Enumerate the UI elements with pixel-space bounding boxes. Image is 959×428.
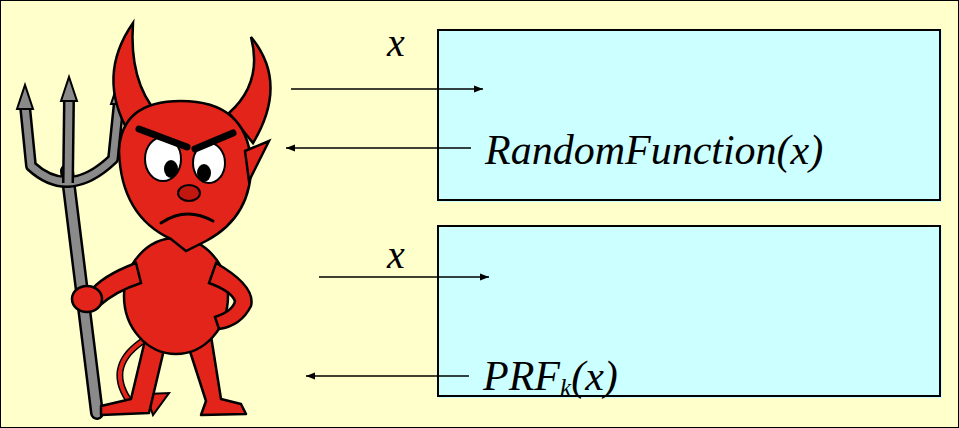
devil-brow [139, 129, 187, 147]
devil-fist [72, 286, 102, 312]
oracle-output: RandomFunction(x) [485, 127, 823, 173]
devil-arm [209, 263, 252, 329]
pitchfork-prong-outline [68, 99, 69, 183]
answer-arrow [286, 147, 471, 149]
query-input: x [387, 233, 405, 277]
query-input: x [387, 21, 405, 65]
answer-arrow [306, 375, 469, 377]
oracle-box: RandomFunction(x) [437, 29, 941, 201]
devil-pupil [197, 164, 211, 182]
query-arrow [291, 88, 483, 90]
prong-tip [61, 77, 77, 101]
oracle-arrows [286, 89, 489, 376]
devil-figure [17, 23, 271, 415]
oracle-box: PRFk(x) [437, 225, 941, 397]
devil-body [124, 238, 228, 354]
devil-head [119, 101, 251, 251]
oracle-output: PRFk(x) [483, 353, 618, 402]
pitchfork-prong [68, 99, 69, 183]
prong-tip [17, 85, 33, 109]
devil-mouth [161, 214, 213, 223]
devil-ear [245, 141, 269, 181]
devil-nose [178, 185, 200, 201]
devil-pupil [164, 160, 178, 178]
box-fill [438, 30, 942, 202]
devil-brow [195, 133, 233, 149]
